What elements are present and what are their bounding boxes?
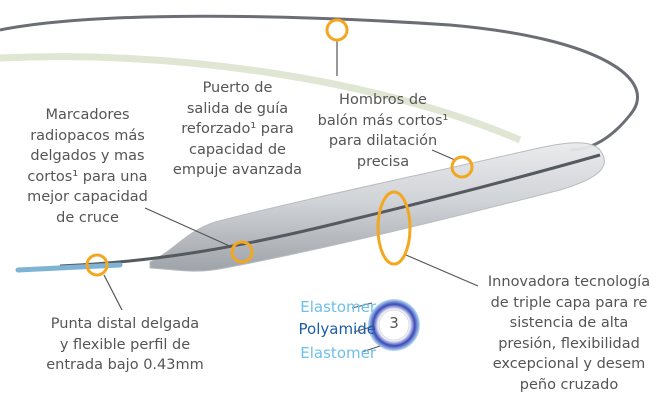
markers-callout: Marcadores radiopacos más delgados y mas… (27, 107, 148, 226)
layer-middle-label: Polyamide (298, 320, 376, 338)
guide-port-callout: Puerto de salida de guía reforzado¹ para… (172, 80, 303, 178)
tip-callout: Punta distal delgada y flexible perfil d… (46, 316, 204, 373)
radiopaque-marker (230, 240, 254, 264)
guide-port-marker (325, 18, 349, 42)
triple-layer-marker (376, 190, 412, 266)
distal-tip (15, 262, 123, 273)
inner-shaft (59, 153, 601, 268)
layer-outer-label: Elastomer (300, 298, 376, 316)
shaft-loop (0, 14, 639, 152)
layer-count-badge: 3 (389, 314, 399, 332)
triple-layer-callout: Innovadora tecnología de triple capa par… (487, 274, 651, 393)
tip-marker (85, 253, 109, 277)
shoulder-marker (450, 155, 474, 179)
layer-inner-label: Elastomer (300, 344, 376, 362)
shaft-secondary (0, 53, 522, 144)
shoulders-callout: Hombros de balón más cortos¹ para dilata… (317, 92, 449, 170)
